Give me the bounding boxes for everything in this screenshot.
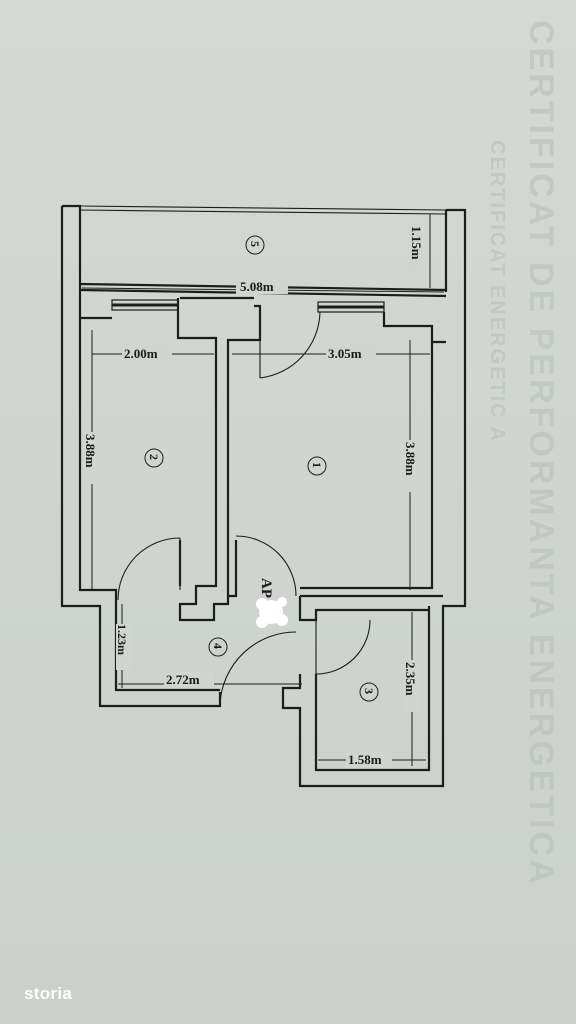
doors bbox=[117, 310, 371, 705]
label-hall-depth: 1.23m bbox=[115, 624, 129, 655]
label-balcony-width: 5.08m bbox=[240, 279, 274, 294]
label-room1-length: 3.88m bbox=[403, 442, 418, 476]
label-room3-length: 2.35m bbox=[403, 662, 418, 696]
hall-partition bbox=[298, 596, 429, 622]
room1-walls bbox=[300, 312, 446, 598]
balcony-windows bbox=[111, 299, 385, 313]
door-swing-room1-bottom bbox=[235, 535, 297, 597]
privacy-blur-mark bbox=[256, 597, 288, 628]
label-room1-width: 3.05m bbox=[328, 346, 362, 361]
door-swing-room2 bbox=[117, 537, 181, 601]
dimension-lines bbox=[81, 214, 445, 766]
label-balcony-depth: 1.15m bbox=[409, 226, 424, 260]
room-1-marker: 1 bbox=[307, 456, 327, 476]
apartment-label: AP bbox=[258, 578, 274, 598]
room-2-number: 2 bbox=[147, 454, 161, 460]
door-swing-entrance bbox=[219, 631, 297, 705]
room-3-marker: 3 bbox=[359, 682, 379, 702]
room-4-number: 4 bbox=[211, 643, 225, 649]
dimension-labels: 1.15m 5.08m 2.00m 3.05m 3.88m 3.88m 1.23… bbox=[83, 224, 424, 767]
room-4-marker: 4 bbox=[208, 637, 228, 657]
room1-left-wall bbox=[228, 540, 238, 598]
label-room3-width: 1.58m bbox=[348, 752, 382, 767]
label-hall-width: 2.72m bbox=[166, 672, 200, 687]
label-room2-width: 2.00m bbox=[124, 346, 158, 361]
balcony-rail bbox=[79, 205, 447, 215]
room-2-marker: 2 bbox=[144, 448, 164, 468]
door-swing-room3 bbox=[315, 619, 371, 675]
inner-walls bbox=[80, 296, 446, 622]
room-5-marker: 5 bbox=[245, 235, 265, 255]
label-room2-length: 3.88m bbox=[83, 434, 98, 468]
room-5-number: 5 bbox=[248, 241, 262, 247]
room-1-number: 1 bbox=[310, 462, 324, 468]
door-swing-room1 bbox=[259, 310, 321, 379]
right-outer-wall bbox=[281, 208, 467, 788]
room-3-number: 3 bbox=[362, 688, 376, 694]
room-numbers: 1 2 3 4 5 bbox=[144, 235, 379, 702]
room2-walls bbox=[80, 296, 262, 622]
storia-logo: storia bbox=[24, 984, 73, 1003]
